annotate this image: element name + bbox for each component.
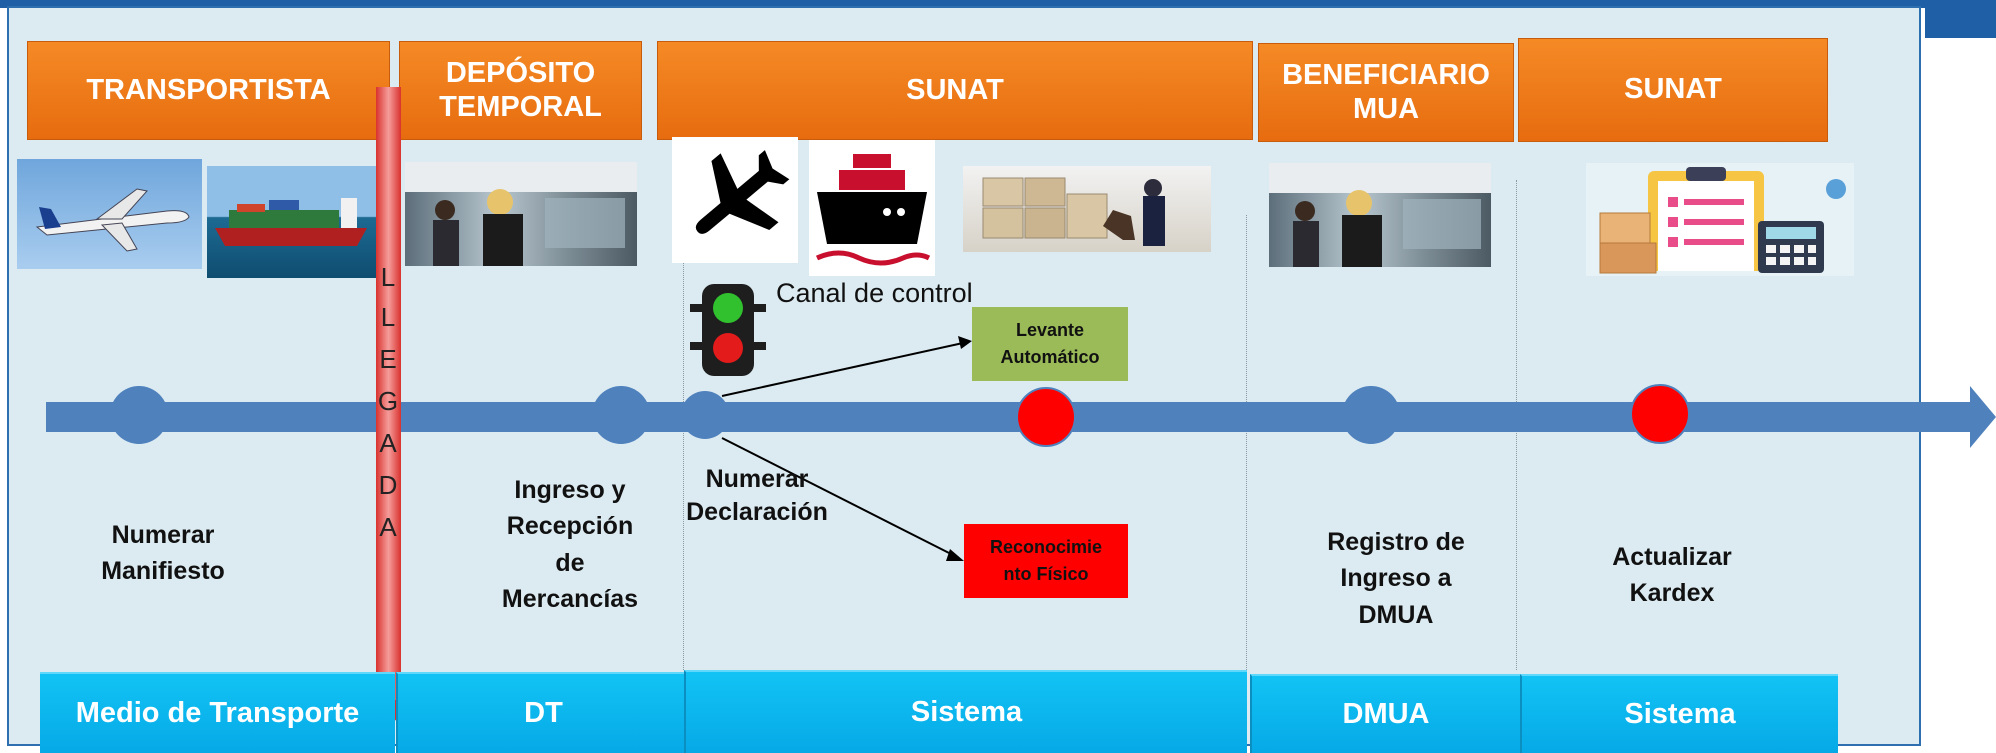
- step-numerar-declaracion: Numerar Declaración: [686, 465, 828, 526]
- node-levante-red: [1016, 387, 1076, 447]
- arrival-letter: L: [380, 262, 396, 292]
- office-counter-photo-icon: [405, 162, 637, 266]
- step-ingreso-recepcion: Ingreso y Recepción de Mercancías: [501, 476, 639, 613]
- step-registro-ingreso: Registro de Ingreso a DMUA: [1327, 528, 1465, 629]
- control-channel-label: Canal de control: [776, 278, 973, 308]
- header-deposito-temporal: DEPÓSITO TEMPORAL: [399, 41, 642, 140]
- node-declaracion: [681, 391, 729, 439]
- header-transportista: TRANSPORTISTA: [27, 41, 390, 140]
- timeline-arrowhead: [1970, 386, 1996, 448]
- office-counter-photo-icon-2: [1269, 163, 1491, 267]
- node-kardex-red: [1630, 384, 1690, 444]
- arrival-arrow-shaft: [376, 87, 401, 702]
- arrival-letter: L: [380, 302, 396, 332]
- header-sunat: SUNAT: [657, 41, 1253, 140]
- arrow-to-levante: [721, 342, 964, 397]
- footer-dmua: DMUA: [1250, 674, 1520, 753]
- top-accent-bar: [0, 0, 1996, 8]
- footer-dt: DT: [396, 672, 689, 753]
- traffic-light-icon: [686, 280, 770, 380]
- footer-medio-transporte: Medio de Transporte: [40, 672, 395, 753]
- cargo-ship-photo-icon: [207, 166, 377, 278]
- arrival-letter: A: [379, 428, 397, 458]
- node-manifest: [110, 386, 168, 444]
- arrowhead-reconocimiento: [946, 549, 964, 561]
- arrowhead-levante: [958, 336, 972, 349]
- checklist-icon: [1586, 163, 1854, 276]
- header-beneficiario-mua: BENEFICIARIO MUA: [1258, 43, 1514, 142]
- arrival-letter: G: [377, 386, 399, 416]
- footer-sistema: Sistema: [684, 670, 1247, 753]
- inspection-photo-icon: [963, 166, 1211, 252]
- arrival-letter: E: [379, 344, 397, 374]
- separator-1: [683, 260, 684, 670]
- node-registro: [1342, 386, 1400, 444]
- airplane-icon: [672, 137, 798, 263]
- levante-automatico-box: Levante Automático: [972, 307, 1128, 381]
- footer-sistema-2: Sistema: [1520, 674, 1838, 753]
- arrival-letter: A: [379, 512, 397, 542]
- top-right-accent: [1925, 0, 1996, 38]
- ship-icon: [809, 140, 935, 276]
- separator-2: [1246, 215, 1247, 670]
- node-ingreso: [592, 386, 650, 444]
- header-sunat-2: SUNAT: [1518, 38, 1828, 142]
- step-actualizar-kardex: Actualizar Kardex: [1612, 543, 1732, 608]
- reconocimiento-fisico-box: Reconocimie nto Físico: [964, 524, 1128, 598]
- arrow-to-reconocimiento: [721, 437, 956, 557]
- arrival-letter: D: [378, 470, 398, 500]
- airplane-photo-icon: [17, 159, 202, 269]
- step-numerar-manifiesto: Numerar Manifiesto: [101, 521, 225, 586]
